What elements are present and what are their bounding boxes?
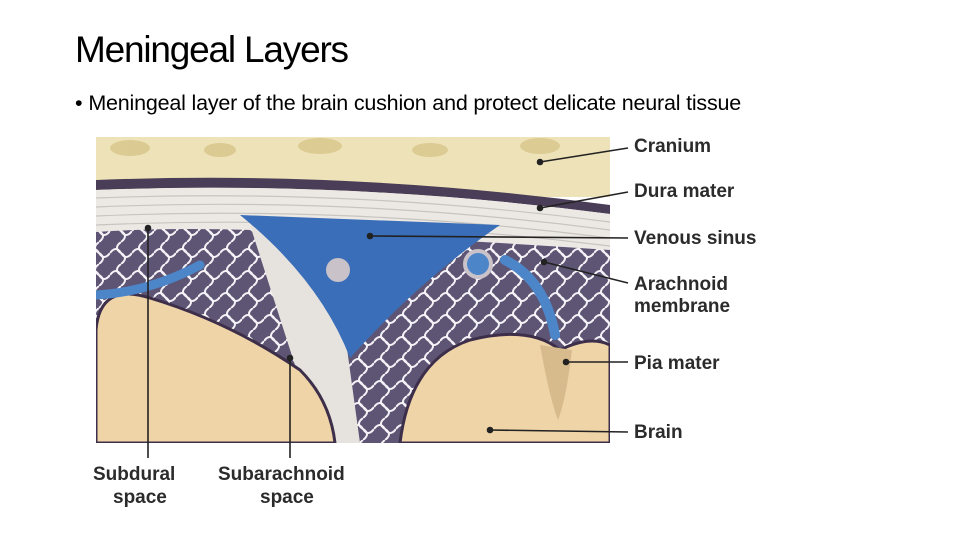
- label-venous-sinus: Venous sinus: [634, 228, 756, 249]
- label-cranium: Cranium: [634, 136, 711, 157]
- label-subdural-line1: Subdural: [93, 464, 175, 485]
- bullet-text: Meningeal layer of the brain cushion and…: [88, 91, 742, 115]
- label-dura-mater: Dura mater: [634, 181, 735, 202]
- bullet-point: •Meningeal layer of the brain cushion an…: [75, 89, 741, 117]
- label-arachnoid-line2: membrane: [634, 296, 730, 317]
- label-pia-mater: Pia mater: [634, 353, 720, 374]
- label-brain: Brain: [634, 422, 683, 443]
- slide-title: Meningeal Layers: [75, 29, 349, 70]
- label-subarachnoid-line2: space: [260, 487, 314, 508]
- bullet-dot-icon: •: [75, 91, 83, 115]
- label-subarachnoid-line1: Subarachnoid: [218, 464, 345, 485]
- label-arachnoid-line1: Arachnoid: [634, 274, 728, 295]
- label-subdural-line2: space: [113, 487, 167, 508]
- venous-sinus: [240, 215, 500, 358]
